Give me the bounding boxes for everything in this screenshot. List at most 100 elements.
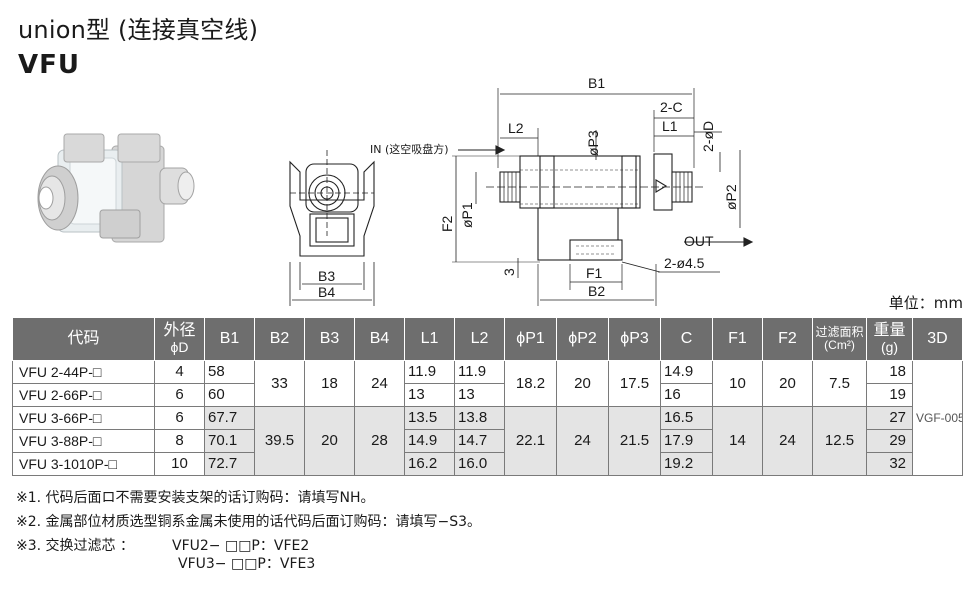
cell-c: 19.2: [660, 452, 713, 476]
cell-b4: 28: [354, 406, 405, 476]
col-f1: F1: [712, 317, 763, 361]
note-3-label: ※3. 交换过滤芯 ：: [16, 538, 134, 554]
col-filter: 过滤面积(Cm²): [812, 317, 867, 361]
cell-code: VFU 3-88P-□: [12, 429, 155, 453]
cell-dia: 10: [154, 452, 205, 476]
cell-f1: 10: [712, 360, 763, 407]
cell-b1: 70.1: [204, 429, 255, 453]
cell-weight: 18: [866, 360, 913, 384]
cell-l2: 11.9: [454, 360, 505, 384]
dim-p3: øP3: [585, 130, 601, 156]
cell-b1: 67.7: [204, 406, 255, 430]
dim-2c: 2-C: [660, 99, 683, 115]
cell-p1: 18.2: [504, 360, 557, 407]
col-b2: B2: [254, 317, 305, 361]
cell-filter: 7.5: [812, 360, 867, 407]
table-row: VFU 3-1010P-□ 10 72.7 16.2 16.0 19.2 32: [12, 452, 963, 476]
page-title: union型 (连接真空线): [18, 16, 259, 44]
cell-weight: 29: [866, 429, 913, 453]
dim-p1: øP1: [459, 202, 475, 228]
cell-3d: VGF-005: [912, 360, 963, 476]
cell-l1: 13: [404, 383, 455, 407]
cell-code: VFU 3-1010P-□: [12, 452, 155, 476]
col-p3: ϕP3: [608, 317, 661, 361]
table-row: VFU 2-44P-□ 4 58 33 18 24 11.9 11.9 18.2…: [12, 360, 963, 476]
col-f2: F2: [762, 317, 813, 361]
cell-b1: 72.7: [204, 452, 255, 476]
note-3-line-2: VFU3− □□P：VFE3: [178, 556, 316, 572]
dim-b4: B4: [318, 284, 335, 300]
cell-b2: 33: [254, 360, 305, 407]
cell-p1: 22.1: [504, 406, 557, 476]
cell-p2: 24: [556, 406, 609, 476]
cell-f2: 24: [762, 406, 813, 476]
dim-b2: B2: [588, 283, 605, 299]
col-weight: 重量(g): [866, 317, 913, 361]
cell-l2: 14.7: [454, 429, 505, 453]
dim-l1: L1: [662, 118, 678, 134]
cell-l1: 13.5: [404, 406, 455, 430]
cell-p3: 17.5: [608, 360, 661, 407]
table-row: VFU 2-66P-□ 6 60 13 13 16 19: [12, 383, 963, 407]
cell-l2: 13.8: [454, 406, 505, 430]
dim-3: 3: [501, 268, 517, 276]
dim-hole: 2-ø4.5: [664, 255, 705, 271]
cell-dia: 8: [154, 429, 205, 453]
cell-filter: 12.5: [812, 406, 867, 476]
col-3d: 3D: [912, 317, 963, 361]
cell-code: VFU 2-44P-□: [12, 360, 155, 384]
col-code: 代码: [12, 317, 155, 361]
cell-p2: 20: [556, 360, 609, 407]
table-row: VFU 3-88P-□ 8 70.1 14.9 14.7 17.9 29: [12, 429, 963, 453]
cell-dia: 6: [154, 406, 205, 430]
col-p1: ϕP1: [504, 317, 557, 361]
in-label: IN (这空吸盘方): [370, 142, 449, 156]
cell-b1: 60: [204, 383, 255, 407]
note-1: ※1. 代码后面ロ不需要安装支架的话订购码：请填写NH。: [16, 490, 375, 506]
product-drawings: B3 B4: [37, 75, 754, 306]
dim-p2: øP2: [723, 184, 739, 210]
cell-dia: 4: [154, 360, 205, 384]
col-l1: L1: [404, 317, 455, 361]
dim-2d: 2-øD: [700, 121, 716, 152]
col-p2: ϕP2: [556, 317, 609, 361]
cell-l2: 13: [454, 383, 505, 407]
dim-b3: B3: [318, 268, 335, 284]
cell-b3: 18: [304, 360, 355, 407]
cell-f2: 20: [762, 360, 813, 407]
note-3-line-1: VFU2− □□P：VFE2: [172, 538, 310, 554]
dim-b1: B1: [588, 75, 605, 91]
col-l2: L2: [454, 317, 505, 361]
cell-l1: 14.9: [404, 429, 455, 453]
cell-l2: 16.0: [454, 452, 505, 476]
note-2: ※2. 金属部位材质选型铜系金属未使用的话代码后面订购码：请填写−S3。: [16, 514, 482, 530]
cell-l1: 16.2: [404, 452, 455, 476]
col-b4: B4: [354, 317, 405, 361]
dim-f2: F2: [439, 215, 455, 232]
cell-f1: 14: [712, 406, 763, 476]
end-view-drawing: [289, 150, 375, 306]
col-c: C: [660, 317, 713, 361]
dim-l2: L2: [508, 120, 524, 136]
cell-weight: 27: [866, 406, 913, 430]
out-label: OUT: [684, 233, 714, 249]
cell-p3: 21.5: [608, 406, 661, 476]
col-b3: B3: [304, 317, 355, 361]
unit-label: 单位：mm: [888, 294, 963, 312]
cell-c: 16.5: [660, 406, 713, 430]
dim-f1: F1: [586, 265, 603, 281]
table-row: VFU 3-66P-□ 6 67.7 39.5 20 28 13.5 13.8 …: [12, 406, 963, 476]
product-photo: [37, 133, 195, 243]
cell-c: 14.9: [660, 360, 713, 384]
cell-b3: 20: [304, 406, 355, 476]
note-3: ※3. 交换过滤芯 ： VFU2− □□P：VFE2: [16, 534, 481, 558]
cell-code: VFU 3-66P-□: [12, 406, 155, 430]
cell-weight: 32: [866, 452, 913, 476]
cell-c: 17.9: [660, 429, 713, 453]
cell-c: 16: [660, 383, 713, 407]
cell-l1: 11.9: [404, 360, 455, 384]
cell-code: VFU 2-66P-□: [12, 383, 155, 407]
cell-b2: 39.5: [254, 406, 305, 476]
